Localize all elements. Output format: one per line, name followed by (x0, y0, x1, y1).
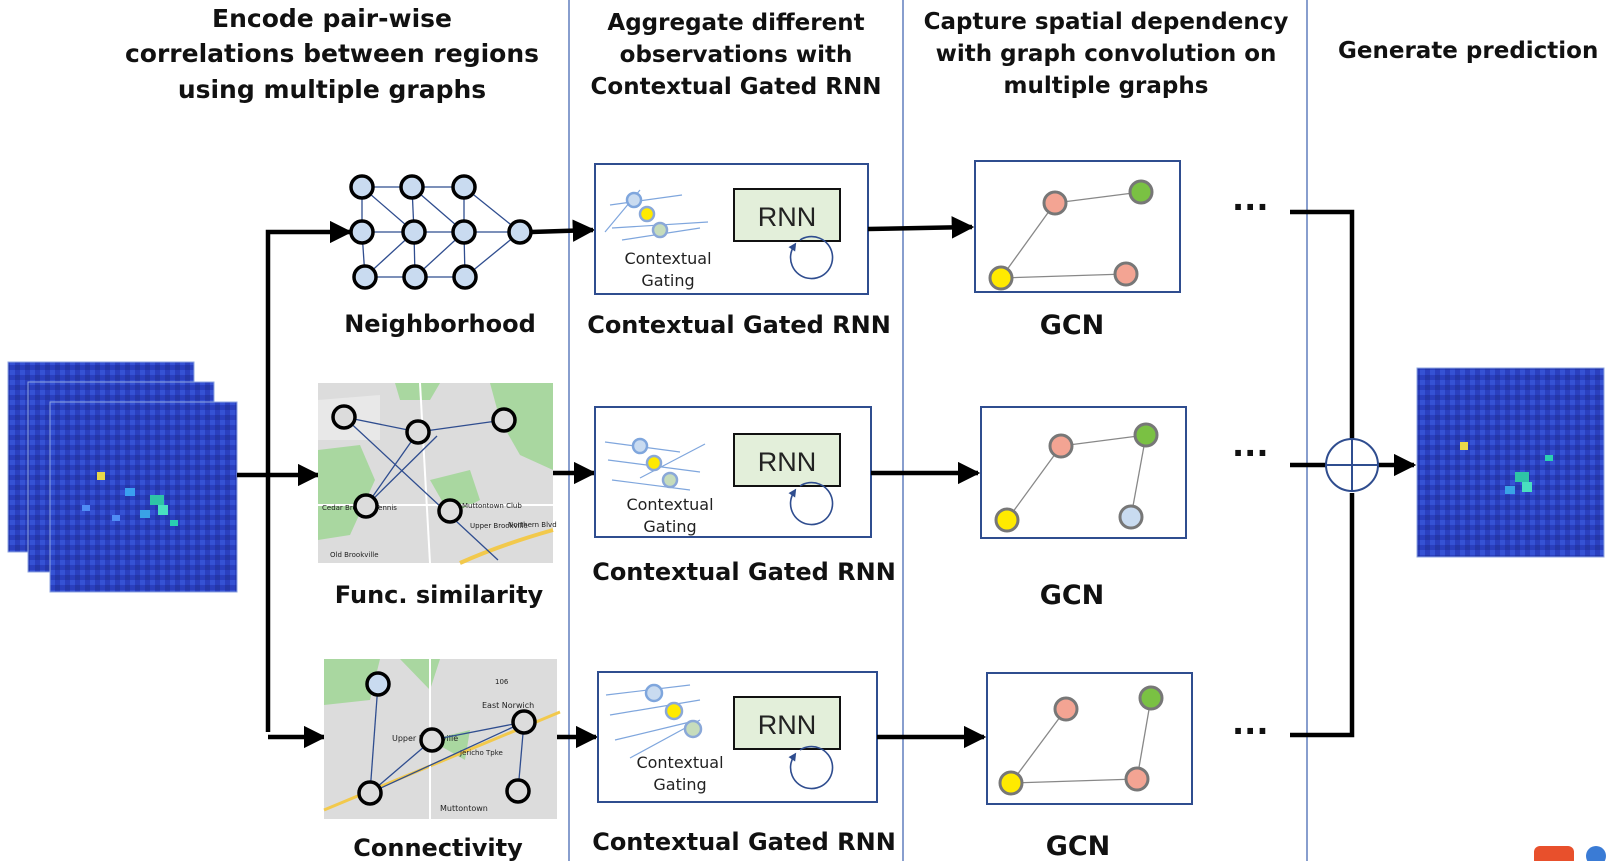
input-heatmap-stack (7, 361, 238, 593)
caption-cgrnn-2: Contextual Gated RNN (592, 558, 896, 586)
caption-cgrnn-1: Contextual Gated RNN (587, 311, 891, 339)
rnn-label: RNN (758, 202, 817, 232)
gating-label: Contextual (624, 249, 711, 268)
ellipsis: ··· (1232, 712, 1268, 750)
label-connectivity: Connectivity (353, 834, 523, 861)
header-capture: Capture spatial dependency with graph co… (924, 9, 1289, 99)
graph-node (451, 174, 477, 200)
map-label: Old Brookville (330, 551, 379, 559)
map-label: East Norwich (482, 701, 534, 710)
rnn-to-gcn-arrows (867, 216, 987, 749)
header-encode-line2: correlations between regions (125, 39, 539, 68)
graph-node (511, 709, 537, 735)
caption-gcn-2: GCN (1040, 580, 1105, 611)
ellipsis: ··· (1232, 434, 1268, 472)
output-heatmap (1416, 367, 1605, 558)
map-label: Upper Brookville (470, 522, 528, 530)
gating-label: Gating (641, 271, 694, 290)
connectivity-map: Upper Brookville East Norwich Muttontown… (323, 659, 561, 819)
caption-gcn-1: GCN (1040, 310, 1105, 341)
rnn-label: RNN (758, 447, 817, 477)
input-branch-arrows (237, 220, 353, 749)
corner-logo-icon (1534, 846, 1606, 861)
header-aggregate: Aggregate different observations with Co… (591, 10, 882, 100)
func-similarity-map: Cedar Brook & Tennis Muttontown Club Upp… (318, 382, 557, 565)
map-label: Northern Blvd (508, 521, 557, 529)
gating-label: Gating (643, 517, 696, 536)
cgrnn-block-2: RNN Contextual Gating (594, 406, 872, 538)
graph-node (505, 778, 531, 804)
header-encode: Encode pair-wise correlations between re… (125, 4, 539, 104)
gcn-block-3 (986, 672, 1193, 805)
header-generate: Generate prediction (1338, 38, 1598, 64)
map-label: Jericho Tpke (459, 749, 503, 757)
graph-node (353, 493, 379, 519)
graph-node (491, 407, 517, 433)
graph-node (419, 727, 445, 753)
graph-node (331, 404, 357, 430)
graph-node (349, 219, 375, 245)
label-func-similarity: Func. similarity (335, 581, 544, 609)
header-capture-line1: Capture spatial dependency (924, 9, 1289, 35)
gating-label: Contextual (626, 495, 713, 514)
graph-node (365, 671, 391, 697)
gcn-block-1 (974, 160, 1181, 293)
graph-node (352, 264, 378, 290)
gating-label: Contextual (636, 753, 723, 772)
graph-node (399, 174, 425, 200)
graph-node (402, 264, 428, 290)
map-label: Muttontown (440, 804, 488, 813)
map-label: Muttontown Club (462, 502, 522, 510)
graph-node (451, 219, 477, 245)
gating-label: Gating (653, 775, 706, 794)
rnn-label: RNN (758, 710, 817, 740)
graph-node (401, 219, 427, 245)
caption-gcn-3: GCN (1046, 831, 1111, 861)
caption-cgrnn-3: Contextual Gated RNN (592, 828, 896, 856)
header-aggregate-line3: Contextual Gated RNN (591, 74, 882, 100)
cgrnn-block-3: RNN Contextual Gating (597, 671, 878, 803)
header-aggregate-line2: observations with (620, 42, 853, 68)
gcn-block-2 (980, 406, 1187, 539)
map-label: 106 (495, 678, 509, 686)
sum-operator-icon (1325, 438, 1379, 492)
heatmap-hotspots (82, 472, 178, 526)
graph-node (507, 219, 533, 245)
label-neighborhood: Neighborhood (344, 310, 536, 338)
header-encode-line1: Encode pair-wise (212, 4, 452, 33)
cgrnn-block-1: RNN Contextual Gating (594, 163, 869, 295)
header-capture-line2: with graph convolution on (936, 41, 1277, 67)
neighborhood-graph (349, 174, 533, 290)
graph-to-rnn-arrows (530, 219, 599, 749)
graph-node (452, 264, 478, 290)
graph-node (405, 419, 431, 445)
header-capture-line3: multiple graphs (1004, 73, 1209, 99)
aggregation-lines (1290, 209, 1417, 738)
ellipsis: ··· (1232, 188, 1268, 226)
header-aggregate-line1: Aggregate different (607, 10, 864, 36)
header-encode-line3: using multiple graphs (178, 75, 486, 104)
graph-node (437, 498, 463, 524)
graph-node (349, 174, 375, 200)
graph-node (357, 780, 383, 806)
